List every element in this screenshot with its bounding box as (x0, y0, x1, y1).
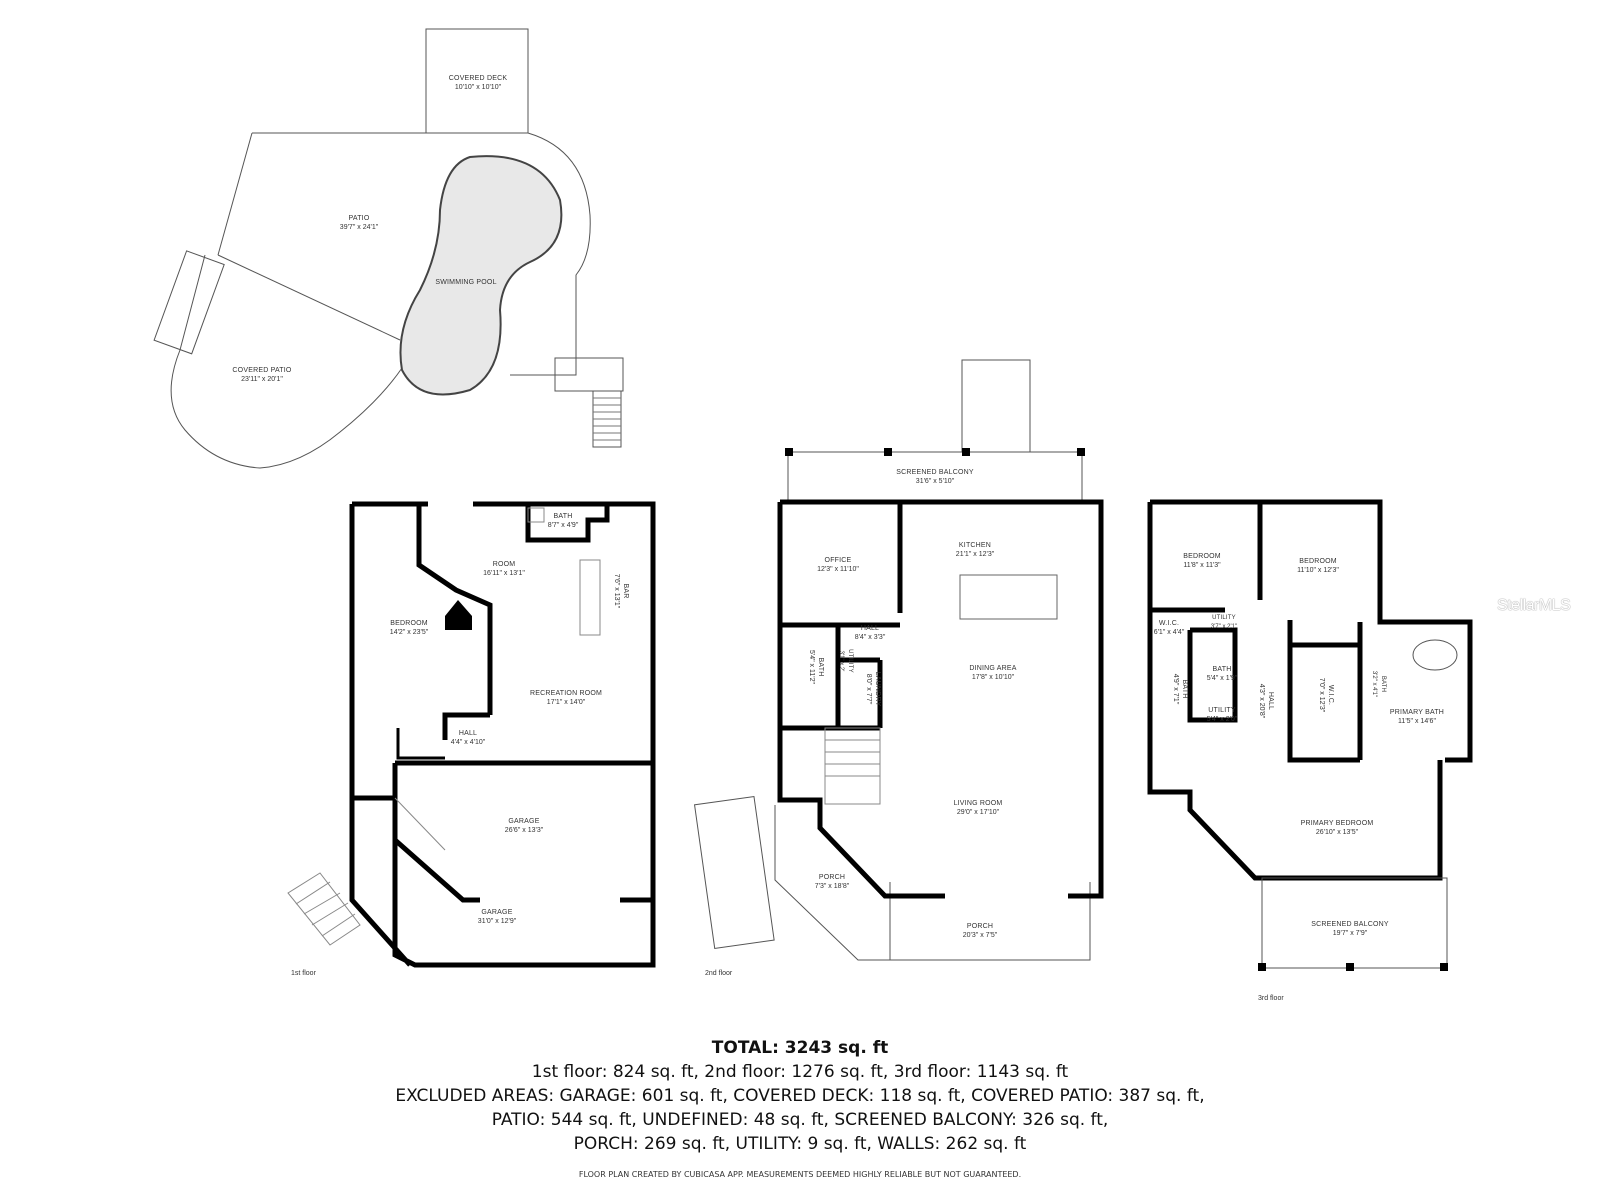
patio-outline (252, 132, 591, 376)
floor-label-2nd: 2nd floor (705, 970, 733, 977)
covered-patio-outline (170, 254, 403, 469)
room-label-swimming-pool: SWIMMING POOL (435, 279, 497, 286)
room-label-3f-wic-b: W.I.C.7'0" x 12'3" (1318, 677, 1334, 713)
excluded-areas-line-3: PORCH: 269 sq. ft, UTILITY: 9 sq. ft, WA… (573, 1134, 1027, 1154)
excluded-areas-line-2: PATIO: 544 sq. ft, UNDEFINED: 48 sq. ft,… (491, 1110, 1109, 1130)
disclaimer: FLOOR PLAN CREATED BY CUBICASA APP. MEAS… (578, 1170, 1022, 1179)
floor-label-1st: 1st floor (291, 970, 316, 977)
floors-area-line: 1st floor: 824 sq. ft, 2nd floor: 1276 s… (531, 1062, 1069, 1082)
area-summary: TOTAL: 3243 sq. ft 1st floor: 824 sq. ft… (0, 1036, 1600, 1156)
watermark-logo: StellarMLS (1497, 597, 1571, 614)
room-label-3f-wic-a: W.I.C.6'1" x 4'4" (1153, 620, 1185, 636)
excluded-areas-line-1: EXCLUDED AREAS: GARAGE: 601 sq. ft, COVE… (395, 1086, 1205, 1106)
swimming-pool-shape (399, 155, 563, 396)
floor-label-3rd: 3rd floor (1258, 995, 1284, 1002)
total-area: TOTAL: 3243 sq. ft (711, 1038, 889, 1058)
